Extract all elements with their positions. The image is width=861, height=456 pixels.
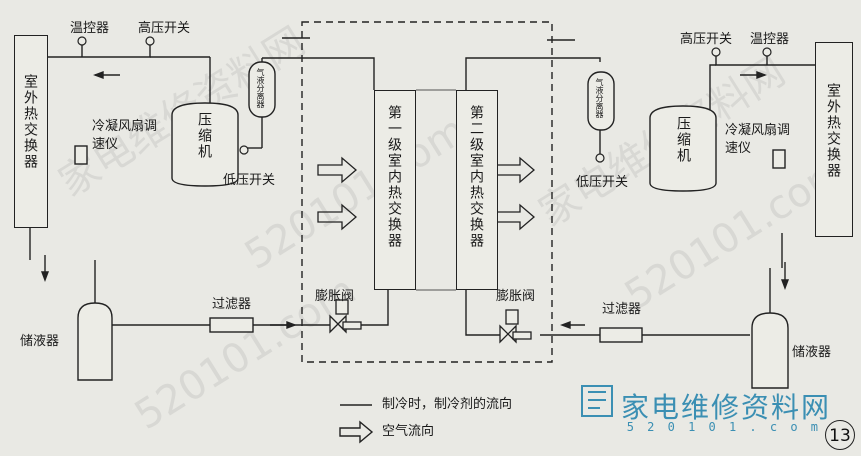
brand-url-text: 5 2 0 1 0 1 . c o m <box>626 420 821 434</box>
first-stage-hex-label: 第一级室内热交换器 <box>386 105 402 249</box>
right-separator-label: 气液分离器 <box>595 78 604 118</box>
right-compressor-label: 压缩机 <box>675 116 691 164</box>
legend-refrigerant-flow: 制冷时，制冷剂的流向 <box>382 397 513 412</box>
right-outdoor-hex-label: 室外热交换器 <box>825 83 841 179</box>
left-low-pressure-switch-label: 低压开关 <box>223 173 276 188</box>
left-outdoor-heat-exchanger: 室外热交换器 <box>14 35 48 228</box>
right-fan-speed-controller-label: 冷凝风扇调速仪 <box>725 123 791 156</box>
first-stage-indoor-hex: 第一级室内热交换器 <box>374 90 416 290</box>
brand-logo-text: 家电维修资料网 <box>620 391 831 424</box>
right-filter-label: 过滤器 <box>602 302 642 317</box>
right-receiver-label: 储液器 <box>792 345 832 360</box>
left-high-pressure-switch-label: 高压开关 <box>138 21 191 36</box>
second-stage-hex-label: 第二级室内热交换器 <box>468 105 484 249</box>
second-stage-indoor-hex: 第二级室内热交换器 <box>456 90 498 290</box>
left-receiver-label: 储液器 <box>20 334 60 349</box>
figure-number: 13 <box>825 420 855 450</box>
right-low-pressure-switch-label: 低压开关 <box>576 175 629 190</box>
right-high-pressure-switch-label: 高压开关 <box>680 32 733 47</box>
left-outdoor-hex-label: 室外热交换器 <box>22 74 38 170</box>
left-fan-speed-controller-label: 冷凝风扇调速仪 <box>92 119 158 152</box>
legend-air-flow: 空气流向 <box>382 424 435 439</box>
left-compressor-label: 压缩机 <box>196 112 212 160</box>
right-temp-controller-label: 温控器 <box>750 32 790 47</box>
left-separator-label: 气液分离器 <box>256 68 265 108</box>
right-expansion-valve-label: 膨胀阀 <box>496 289 536 304</box>
left-temp-controller-label: 温控器 <box>70 21 110 36</box>
left-expansion-valve-label: 膨胀阀 <box>315 289 355 304</box>
left-filter-label: 过滤器 <box>212 297 252 312</box>
right-outdoor-heat-exchanger: 室外热交换器 <box>815 42 853 237</box>
